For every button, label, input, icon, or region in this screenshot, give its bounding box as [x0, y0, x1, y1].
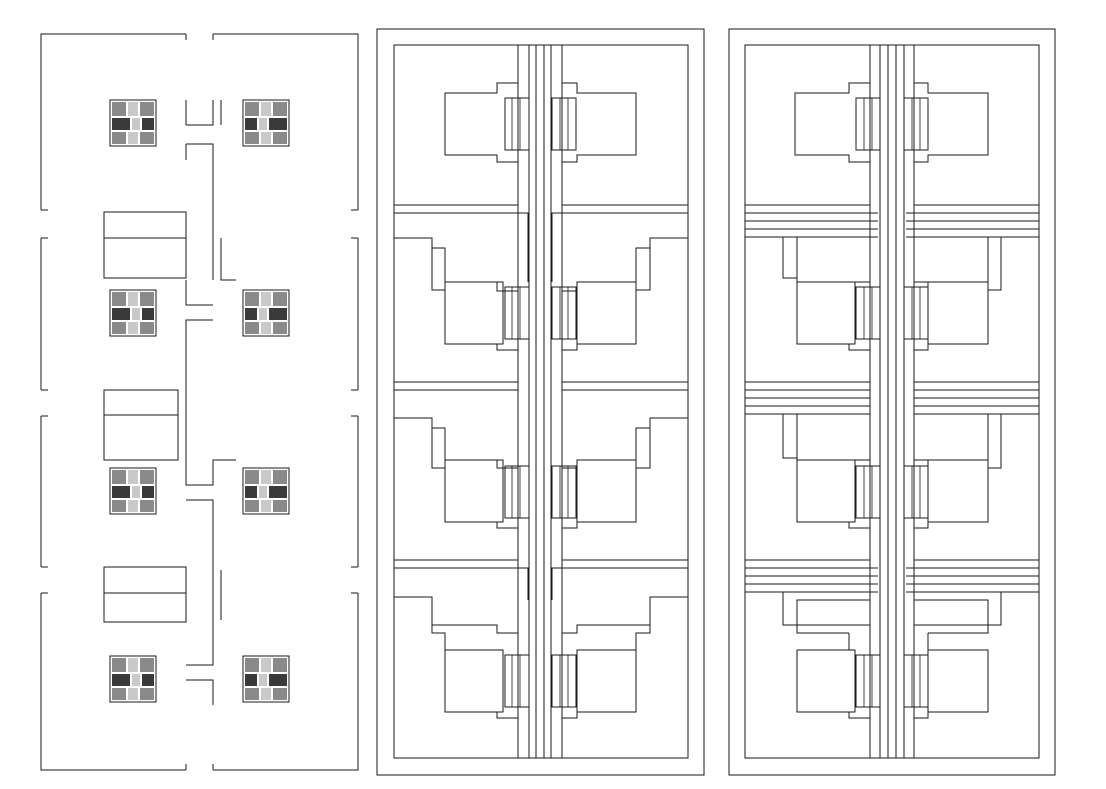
band-3: [745, 559, 1039, 593]
unit-plan-2: [242, 99, 290, 147]
unit-plan-5: [109, 467, 157, 515]
unit-plan-8: [242, 655, 290, 703]
apt-b-3: [782, 236, 881, 375]
site-layout-panel: [40, 33, 359, 771]
apt-b-4: [903, 236, 1002, 375]
floor-plan-a-panel: [376, 28, 705, 776]
apt-b-5: [782, 413, 881, 555]
apt-a-7: [394, 596, 530, 719]
band-2: [745, 381, 1039, 415]
block-3: [103, 566, 187, 623]
apt-b-6: [903, 413, 1002, 555]
apt-b-7: [782, 592, 881, 719]
apt-a-4: [551, 237, 688, 375]
unit-plan-7: [109, 655, 157, 703]
unit-plan-6: [242, 467, 290, 515]
apt-b-2: [903, 45, 989, 195]
apt-b-1: [794, 45, 881, 195]
unit-plan-3: [109, 289, 157, 337]
unit-plan-1: [109, 99, 157, 147]
apt-b-8: [903, 592, 1002, 719]
apt-a-1: [444, 45, 530, 182]
block-2: [103, 389, 179, 461]
apt-a-2: [551, 45, 637, 182]
apt-a-3: [394, 237, 530, 375]
block-1: [103, 211, 187, 279]
unit-plan-4: [242, 289, 290, 337]
apt-a-6: [551, 417, 688, 560]
band-1: [745, 204, 1039, 238]
apt-a-8: [551, 596, 688, 719]
apt-a-5: [394, 417, 530, 560]
floor-plan-b-panel: [728, 28, 1056, 776]
